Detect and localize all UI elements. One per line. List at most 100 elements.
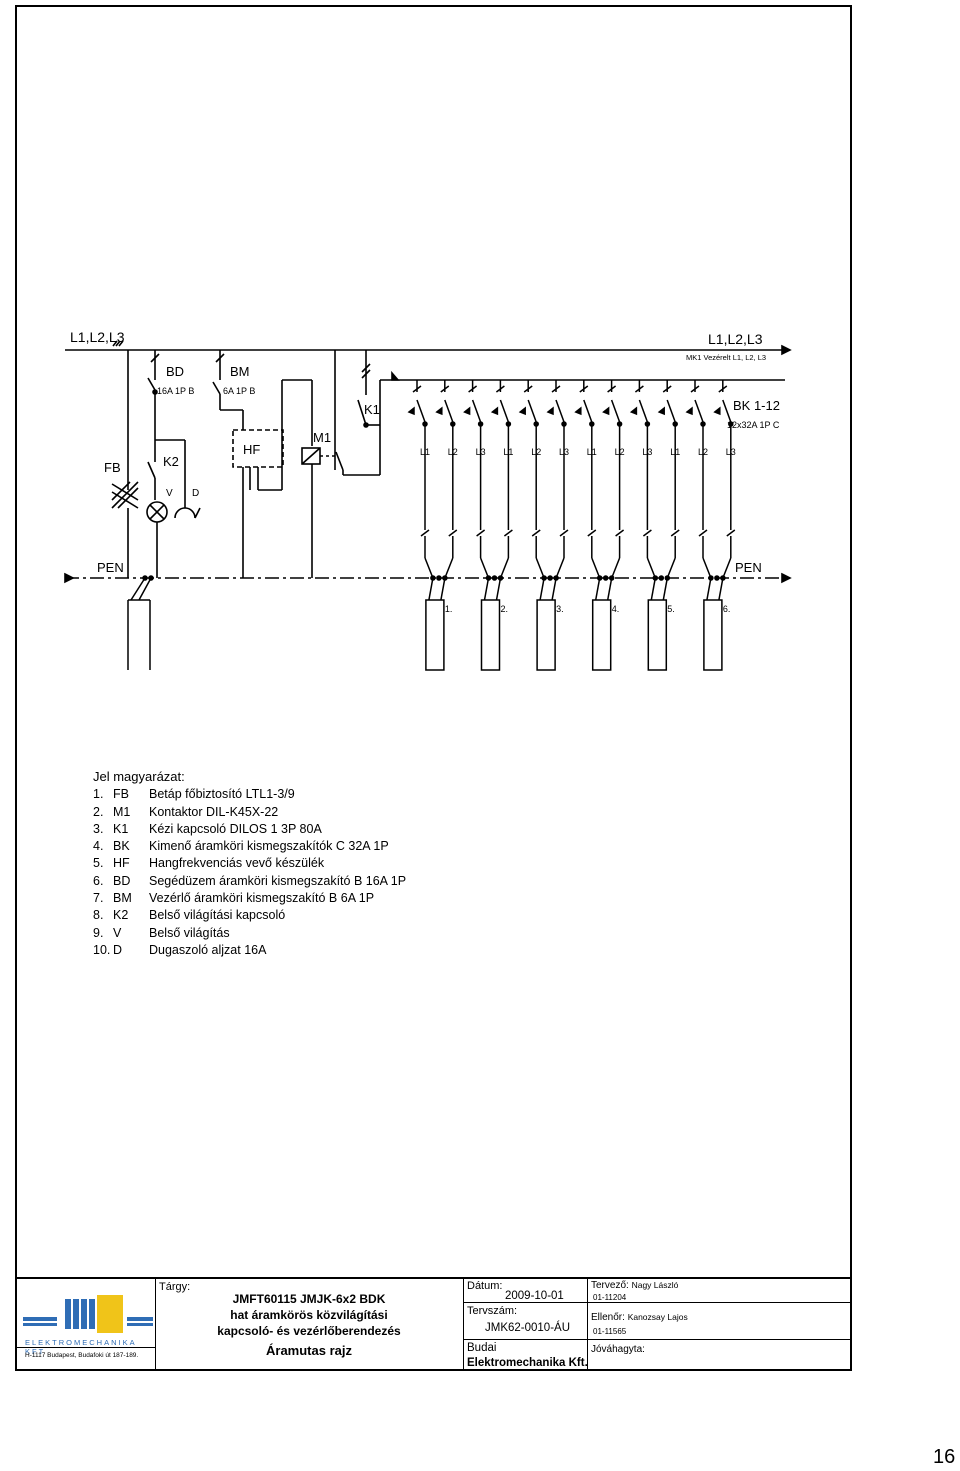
output-cable <box>480 599 501 671</box>
breaker-contact <box>722 399 732 423</box>
phase-label: L1 <box>503 447 513 457</box>
pen-right-label: PEN <box>735 560 762 575</box>
legend-item-text: Kontaktor DIL-K45X-22 <box>149 804 279 819</box>
breaker-contact <box>444 399 454 423</box>
legend-item-code: BK <box>113 839 130 854</box>
legend-item-text: Betáp főbiztosító LTL1-3/9 <box>149 787 295 802</box>
bk-rating: 12x32A 1P C <box>727 420 780 430</box>
breaker-trip-mark <box>463 406 471 416</box>
legend-item-code: K1 <box>113 821 129 836</box>
legend-item: 2. M1 Kontaktor DIL-K45X-22 <box>93 804 406 821</box>
phase-label: L2 <box>615 447 625 457</box>
legend-item-num: 7. <box>93 891 104 906</box>
cable-label: 2. <box>501 604 509 614</box>
company-name: ELEKTROMECHANIKA KFT <box>25 1338 137 1356</box>
subject-line-1: JMFT60115 JMJK-6x2 BDK <box>232 1292 386 1306</box>
legend-item-code: BM <box>113 891 132 906</box>
output-cable <box>703 599 723 671</box>
designer-label: Tervező: <box>591 1280 629 1291</box>
fb-label: FB <box>104 460 121 475</box>
cable-label: 5. <box>667 604 675 614</box>
company-logo <box>23 1295 153 1333</box>
title-block: ELEKTROMECHANIKA KFT H-1117 Budapest, Bu… <box>15 1277 852 1371</box>
breaker-trip-mark <box>657 406 665 416</box>
subject-line-2: hat áramkörös közvilágítási <box>230 1308 388 1322</box>
legend-item-code: M1 <box>113 804 131 819</box>
breaker-trip-mark <box>435 406 443 416</box>
legend-item-code: K2 <box>113 908 129 923</box>
date-value: 2009-10-01 <box>505 1290 564 1302</box>
designer-name: Nagy László <box>631 1280 679 1290</box>
breaker-trip-mark <box>685 406 693 416</box>
k2-label: K2 <box>163 454 179 469</box>
breaker-trip-mark <box>490 406 499 416</box>
phase-label: L3 <box>476 447 486 457</box>
phase-label: L1 <box>420 447 430 457</box>
checker-label: Ellenőr: <box>591 1312 625 1323</box>
breaker-trip-mark <box>546 406 554 416</box>
legend-item-code: HF <box>113 856 130 871</box>
legend-item-num: 9. <box>93 925 104 940</box>
bd-rating: 16A 1P B <box>157 386 194 396</box>
drawing-sheet <box>15 5 852 1371</box>
breaker-contact <box>583 399 593 423</box>
legend-item-num: 2. <box>93 804 104 819</box>
phase-label: L3 <box>559 447 569 457</box>
breaker-trip-mark <box>518 406 526 416</box>
legend-item-code: V <box>113 925 122 940</box>
approved-label: Jóváhagyta: <box>591 1344 645 1355</box>
bm-rating: 6A 1P B <box>223 386 255 396</box>
d-label: D <box>192 488 199 499</box>
breaker-trip-mark <box>574 406 582 416</box>
breaker-trip-mark <box>629 406 638 416</box>
cable-label: 1. <box>445 604 453 614</box>
phase-label: L1 <box>670 447 680 457</box>
phase-label: L1 <box>587 447 597 457</box>
breaker-trip-mark <box>407 406 415 416</box>
legend-item-text: Hangfrekvenciás vevő készülék <box>149 856 325 871</box>
breaker-trip-mark <box>602 406 610 416</box>
phase-label: L2 <box>448 447 458 457</box>
drawing-title: Áramutas rajz <box>266 1343 352 1358</box>
subject-label: Tárgy: <box>159 1281 191 1293</box>
phase-label: L2 <box>698 447 708 457</box>
legend-item-num: 6. <box>93 873 104 888</box>
bus-left-label: L1,L2,L3 <box>70 329 125 345</box>
output-cable <box>425 599 445 671</box>
checker-id: 01-11565 <box>593 1327 627 1336</box>
output-cable <box>536 599 556 671</box>
company-address: H-1117 Budapest, Budafoki út 187-189. <box>25 1352 139 1359</box>
breaker-contact <box>638 399 649 423</box>
legend-item-text: Belső világítási kapcsoló <box>149 908 286 923</box>
bus-right-label: L1,L2,L3 <box>708 331 763 347</box>
legend-item-num: 5. <box>93 856 104 871</box>
legend-item-text: Kézi kapcsoló DILOS 1 3P 80A <box>149 821 322 836</box>
legend-item-text: Dugaszoló aljzat 16A <box>149 942 267 957</box>
cable-label: 3. <box>556 604 564 614</box>
legend-item-num: 10. <box>93 942 111 957</box>
phase-label: L2 <box>531 447 541 457</box>
legend-item-num: 8. <box>93 908 104 923</box>
company-logo-block: ELEKTROMECHANIKA KFT H-1117 Budapest, Bu… <box>15 1279 155 1371</box>
bk-label: BK 1-12 <box>733 398 780 413</box>
breaker-contact <box>416 399 426 423</box>
cable-label: 4. <box>612 604 620 614</box>
legend-item: 8. K2 Belső világítási kapcsoló <box>93 907 406 924</box>
breaker-contact <box>527 399 537 423</box>
legend-item-num: 3. <box>93 821 104 836</box>
cable-label: 6. <box>723 604 731 614</box>
phase-label: L3 <box>726 447 736 457</box>
checker-name: Kanozsay Lajos <box>627 1312 688 1322</box>
k1-label: K1 <box>364 402 380 417</box>
bm-label: BM <box>230 364 250 379</box>
date-label: Dátum: <box>467 1280 503 1292</box>
output-cable <box>591 599 612 671</box>
breaker-trip-mark <box>713 406 721 416</box>
